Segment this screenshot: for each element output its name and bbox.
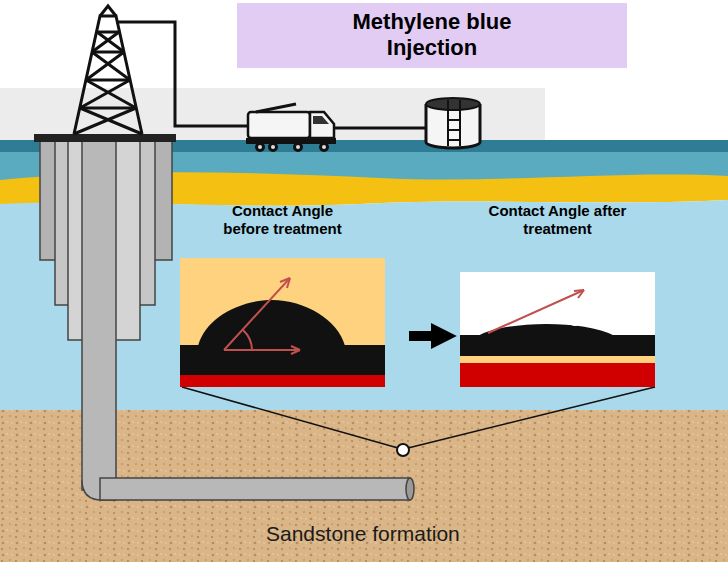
derrick: [80, 32, 136, 108]
platform: [34, 134, 176, 142]
box-title: Methylene blue Injection: [332, 9, 532, 62]
derrick: [74, 16, 142, 134]
contact-angle-panel: Contact Angle after treatment: [460, 202, 655, 387]
injection-box: Methylene blue Injection: [237, 3, 627, 68]
horizontal-pipe: [100, 478, 410, 500]
contact-angle-after-image: [460, 363, 655, 387]
contact-angle-after-image: [460, 356, 655, 364]
panel-heading: Contact Angle before treatment: [208, 202, 358, 238]
contact-angle-after-image: [478, 324, 615, 336]
tank: [448, 100, 460, 146]
panel-heading: Contact Angle after treatment: [483, 202, 633, 238]
truck: [296, 145, 300, 149]
contact-angle-after-image: [570, 320, 580, 326]
contact-angle-before-image: [224, 278, 290, 350]
truck: [319, 142, 329, 152]
formation-label: Sandstone formation: [266, 522, 460, 546]
contact-angle-after-image: [574, 290, 584, 298]
supply-line: [116, 22, 248, 126]
contact-angle-after-image: [488, 290, 584, 333]
supply-line: [334, 127, 426, 130]
contact-angle-after-image: [460, 272, 655, 387]
contact-angle-after-image: [460, 335, 655, 357]
truck: [268, 142, 278, 152]
truck: [271, 145, 275, 149]
truck: [246, 104, 336, 152]
contact-angle-after-image: [488, 290, 584, 333]
contact-angle-before-image: [243, 330, 252, 350]
contact-angle-before-image: [180, 345, 385, 376]
tank: [426, 98, 480, 148]
truck: [322, 145, 326, 149]
contact-angle-before-image: [180, 258, 385, 387]
contact-angle-before-image: [291, 346, 300, 354]
contact-angle-panel: Contact Angle before treatment: [180, 202, 385, 387]
derrick: [80, 32, 136, 108]
tank: [426, 98, 480, 110]
contact-angle-before-image: [280, 278, 290, 288]
tubing: [82, 140, 116, 490]
derrick: [74, 6, 142, 134]
contact-angle-before-image: [198, 300, 345, 346]
truck: [310, 112, 334, 138]
truck: [258, 145, 262, 149]
process-arrow: [409, 331, 436, 341]
pipe-end: [406, 478, 414, 500]
contact-angle-before-image: [180, 375, 385, 387]
truck: [248, 112, 310, 138]
derrick: [74, 108, 142, 134]
contact-angle-after-image: [460, 272, 655, 336]
leader-line: [182, 387, 655, 448]
truck: [255, 142, 265, 152]
contact-angle-before-image: [224, 349, 300, 351]
contact-angle-before-image: [224, 278, 300, 354]
truck: [293, 142, 303, 152]
inspection-point: [397, 444, 409, 456]
contact-angle-before-image: [180, 258, 385, 346]
truck: [256, 104, 296, 112]
truck: [313, 116, 329, 124]
derrick: [100, 6, 116, 16]
